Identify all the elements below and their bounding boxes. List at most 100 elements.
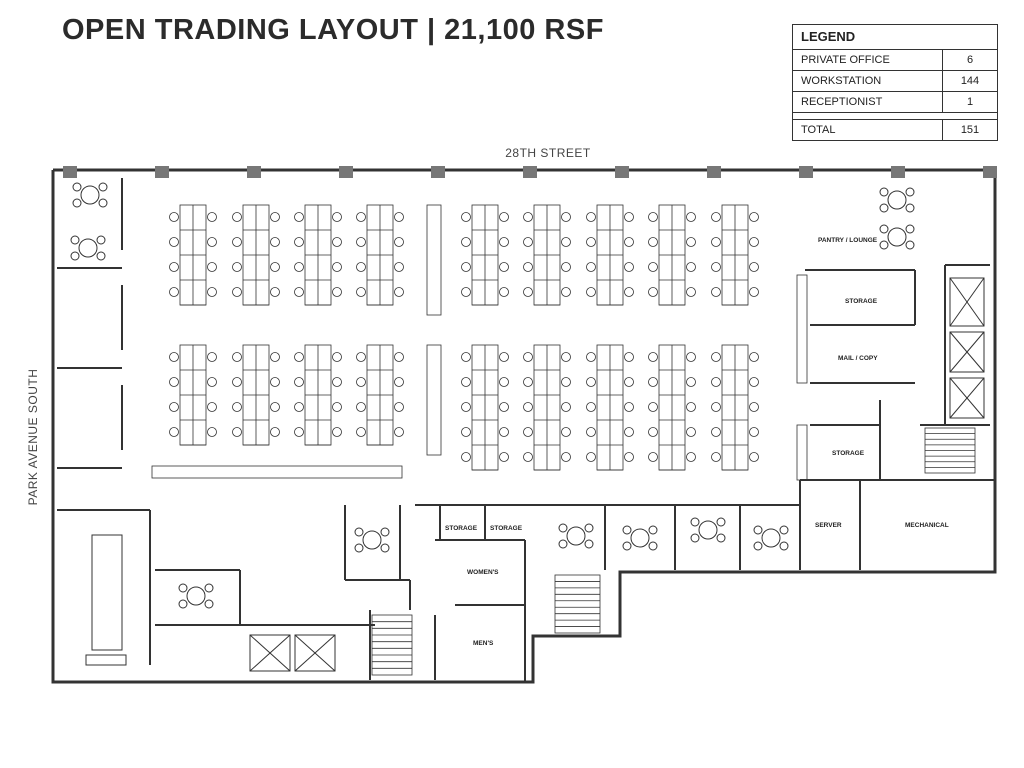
chair — [232, 427, 242, 437]
chair — [207, 287, 217, 297]
chair — [686, 237, 696, 247]
chair — [622, 541, 632, 551]
chair — [72, 198, 82, 208]
chair — [356, 212, 366, 222]
column — [431, 166, 445, 178]
chair — [749, 402, 759, 412]
room-label-pantry: PANTRY / LOUNGE — [818, 237, 878, 244]
chair — [558, 539, 568, 549]
chair — [561, 402, 571, 412]
chair — [879, 187, 889, 197]
chair — [232, 377, 242, 387]
chair — [624, 237, 634, 247]
chair — [461, 352, 471, 362]
chair — [169, 237, 179, 247]
chair — [753, 525, 763, 535]
chair — [686, 427, 696, 437]
stair — [554, 574, 601, 634]
chair — [586, 262, 596, 272]
chair — [270, 287, 280, 297]
chair — [98, 198, 108, 208]
chair — [622, 525, 632, 535]
workstation-area — [151, 204, 808, 481]
street-label-top: 28TH STREET — [505, 146, 591, 160]
column — [339, 166, 353, 178]
chair — [648, 377, 658, 387]
chair — [686, 377, 696, 387]
chair — [523, 212, 533, 222]
chair — [648, 452, 658, 462]
chair — [686, 352, 696, 362]
chair — [332, 427, 342, 437]
chair — [523, 452, 533, 462]
chair — [753, 541, 763, 551]
chair — [294, 262, 304, 272]
chair — [169, 427, 179, 437]
chair — [711, 212, 721, 222]
chair — [207, 212, 217, 222]
chair — [394, 352, 404, 362]
column — [63, 166, 77, 178]
chair — [332, 237, 342, 247]
chair — [624, 452, 634, 462]
round-table — [630, 528, 650, 548]
chair — [461, 287, 471, 297]
chair — [461, 452, 471, 462]
chair — [686, 212, 696, 222]
chair — [749, 427, 759, 437]
column — [707, 166, 721, 178]
file-bank — [426, 204, 442, 316]
stair — [371, 614, 413, 676]
legend-label: TOTAL — [793, 120, 943, 140]
chair — [779, 525, 789, 535]
chair — [461, 262, 471, 272]
chair — [586, 427, 596, 437]
round-table — [80, 185, 100, 205]
chair — [270, 262, 280, 272]
chair — [584, 539, 594, 549]
chair — [711, 262, 721, 272]
chair — [711, 377, 721, 387]
chair — [499, 427, 509, 437]
legend-label: PRIVATE OFFICE — [793, 50, 943, 70]
chair — [332, 212, 342, 222]
chair — [879, 224, 889, 234]
chair — [905, 224, 915, 234]
chair — [169, 212, 179, 222]
room-label-mens: MEN'S — [473, 640, 494, 647]
legend-row-private-office: PRIVATE OFFICE 6 — [793, 50, 997, 71]
chair — [523, 237, 533, 247]
chair — [96, 251, 106, 261]
chair — [232, 287, 242, 297]
room-label-storage: STORAGE — [490, 525, 523, 532]
chair — [711, 352, 721, 362]
chair — [207, 352, 217, 362]
chair — [356, 427, 366, 437]
chair — [648, 525, 658, 535]
interior-walls — [57, 178, 995, 682]
chair — [523, 352, 533, 362]
column — [523, 166, 537, 178]
chair — [905, 187, 915, 197]
round-table — [186, 586, 206, 606]
chair — [356, 402, 366, 412]
chair — [356, 287, 366, 297]
chair — [749, 452, 759, 462]
chair — [523, 427, 533, 437]
chair — [354, 543, 364, 553]
legend-row-total: TOTAL 151 — [793, 120, 997, 140]
chair — [711, 402, 721, 412]
chair — [711, 452, 721, 462]
chair — [686, 262, 696, 272]
chair — [690, 533, 700, 543]
chair — [716, 533, 726, 543]
chair — [879, 240, 889, 250]
legend-value: 6 — [966, 54, 974, 66]
chair — [686, 452, 696, 462]
chair — [461, 237, 471, 247]
chair — [905, 240, 915, 250]
chair — [648, 402, 658, 412]
legend-value: 144 — [960, 75, 980, 87]
stairs — [371, 427, 976, 676]
chair — [294, 287, 304, 297]
